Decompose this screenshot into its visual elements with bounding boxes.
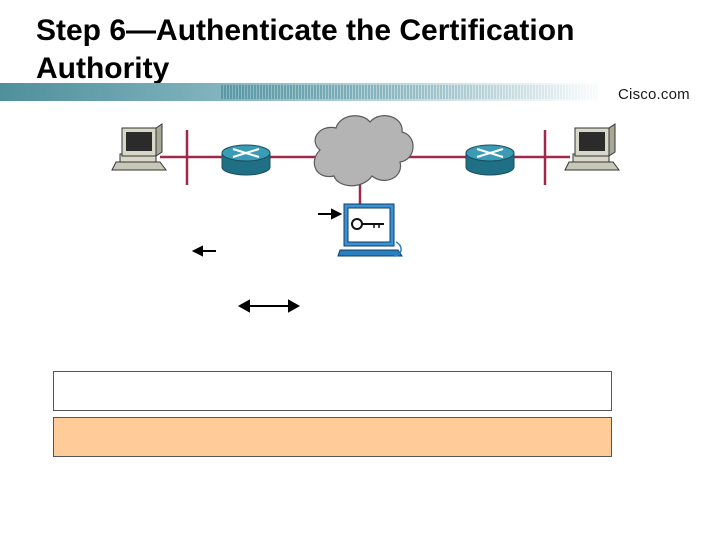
pc-icon	[111, 123, 167, 171]
router-icon	[465, 144, 515, 176]
command-box	[53, 371, 612, 411]
slide-title: Step 6—Authenticate the Certification Au…	[36, 14, 575, 85]
arrow-icon	[191, 245, 216, 257]
double-arrow-icon	[237, 299, 301, 313]
ca-server-icon	[337, 203, 403, 257]
cloud-icon	[313, 115, 414, 187]
header-stripe	[0, 83, 600, 101]
router-icon	[221, 144, 271, 176]
pc-icon	[564, 123, 620, 171]
network-diagram	[111, 115, 620, 313]
key-icon	[351, 218, 384, 230]
highlight-box	[53, 417, 612, 457]
cisco-logo: Cisco.com	[618, 86, 690, 103]
arrow-icon	[318, 208, 343, 220]
